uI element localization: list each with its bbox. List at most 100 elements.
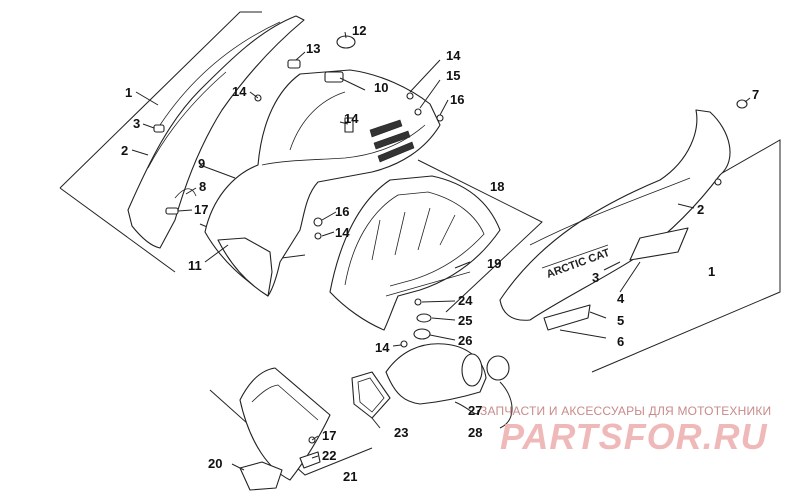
leader-14e: [392, 344, 402, 347]
air-box-inner-rim: [344, 191, 485, 287]
leader-10: [339, 77, 366, 91]
callout-4: 4: [617, 291, 625, 306]
decal-part-5: [543, 304, 591, 331]
callout-6: 6: [617, 334, 624, 349]
decal-part-1: [541, 244, 609, 269]
leader-2-right: [677, 203, 695, 209]
callout-19: 19: [487, 256, 501, 271]
leader-16b: [321, 211, 337, 221]
callout-23: 23: [394, 425, 408, 440]
leader-3-right: [603, 261, 621, 271]
callout-16-a: 16: [450, 92, 464, 107]
leader-14d: [321, 231, 335, 237]
leader-27: [454, 401, 479, 415]
duct-outlet: [461, 353, 483, 387]
clip-part-7: [736, 99, 748, 109]
duct-part-27: [385, 343, 487, 405]
callout-14-e: 14: [375, 340, 390, 355]
seal-part-26: [413, 328, 431, 340]
leader-22: [311, 455, 319, 459]
callout-1-right: 1: [708, 264, 715, 279]
screw-part-24: [414, 298, 422, 306]
callout-13: 13: [306, 41, 320, 56]
group-frame-left-bottom: [59, 187, 176, 273]
callout-3-right: 3: [592, 270, 599, 285]
callout-9: 9: [198, 156, 205, 171]
callout-14-c: 14: [344, 111, 359, 126]
leader-4: [619, 261, 641, 293]
leader-28: [499, 381, 513, 429]
watermark-logo: PARTSFOR.RU: [500, 416, 768, 457]
air-box-group: [329, 159, 543, 348]
leader-17b: [311, 435, 319, 441]
leader-9: [199, 164, 236, 179]
louver-part-10c: [377, 141, 415, 163]
right-panel-crease: [529, 177, 691, 246]
leader-19: [454, 261, 471, 269]
leader-14a: [249, 91, 259, 99]
bracket-part-10: [324, 71, 344, 83]
gasket-part-23: [351, 371, 391, 419]
leader-3-left: [142, 123, 155, 129]
group-frame-left-top: [59, 11, 262, 189]
trim-part-3-right: [629, 227, 689, 261]
callout-17-left: 17: [194, 202, 208, 217]
leader-1-left: [135, 91, 159, 106]
air-box-part-18: [329, 175, 501, 331]
callout-27: 27: [468, 403, 482, 418]
hood-crease: [261, 124, 426, 166]
leader-6: [559, 329, 607, 339]
callout-2-right: 2: [697, 202, 704, 217]
leader-16a: [439, 99, 449, 116]
callout-18: 18: [490, 179, 504, 194]
leader-20: [231, 463, 245, 471]
leader-7: [744, 97, 751, 103]
leader-26: [429, 334, 456, 341]
nut-part-15: [414, 108, 422, 116]
callout-21: 21: [343, 469, 357, 484]
group-frame-airbox: [417, 159, 543, 313]
clip-part-16: [436, 114, 444, 122]
callout-26: 26: [458, 333, 472, 348]
right-side-panel-group: ARCTIC CAT: [499, 97, 781, 373]
side-panel-part-2-right: [499, 109, 731, 321]
callout-11: 11: [188, 258, 202, 273]
clip-part-16b: [313, 217, 323, 227]
watermark-tagline: ЗАПЧАСТИ И АКСЕССУАРЫ ДЛЯ МОТОТЕХНИКИ: [480, 404, 772, 418]
screw-part-14b: [406, 92, 414, 100]
leader-23: [371, 417, 381, 429]
callout-3-left: 3: [133, 116, 140, 131]
callout-10: 10: [374, 80, 388, 95]
intake-duct-group: [351, 343, 513, 429]
gasket-part-19: [385, 271, 471, 297]
callout-25: 25: [458, 313, 472, 328]
callout-20: 20: [208, 456, 222, 471]
lower-nose-part-11: [217, 237, 273, 297]
callout-2-left: 2: [121, 143, 128, 158]
hood-windscreen-edge: [289, 91, 346, 151]
bracket-part-8: [174, 188, 197, 199]
callout-17-b: 17: [322, 428, 336, 443]
belly-pan-group: [209, 367, 373, 491]
screw-right: [714, 178, 722, 186]
callout-7: 7: [752, 87, 759, 102]
left-side-panel-group: [59, 11, 305, 273]
leader-12: [344, 31, 347, 39]
leader-8: [185, 187, 197, 195]
front-hood-group: [199, 31, 449, 297]
leader-25: [431, 317, 456, 321]
louver-part-10a: [369, 119, 403, 138]
belly-pan-rib: [251, 384, 319, 421]
callout-14-a: 14: [232, 84, 247, 99]
leader-2-left: [131, 149, 149, 156]
group-frame-belly: [209, 389, 373, 476]
callout-28: 28: [468, 425, 482, 440]
leader-5: [589, 311, 607, 319]
screw-part-14: [344, 117, 354, 133]
leader-15: [419, 79, 441, 109]
callout-1-left: 1: [125, 85, 132, 100]
bracket-part-20: [239, 461, 283, 491]
leader-24: [421, 300, 456, 303]
